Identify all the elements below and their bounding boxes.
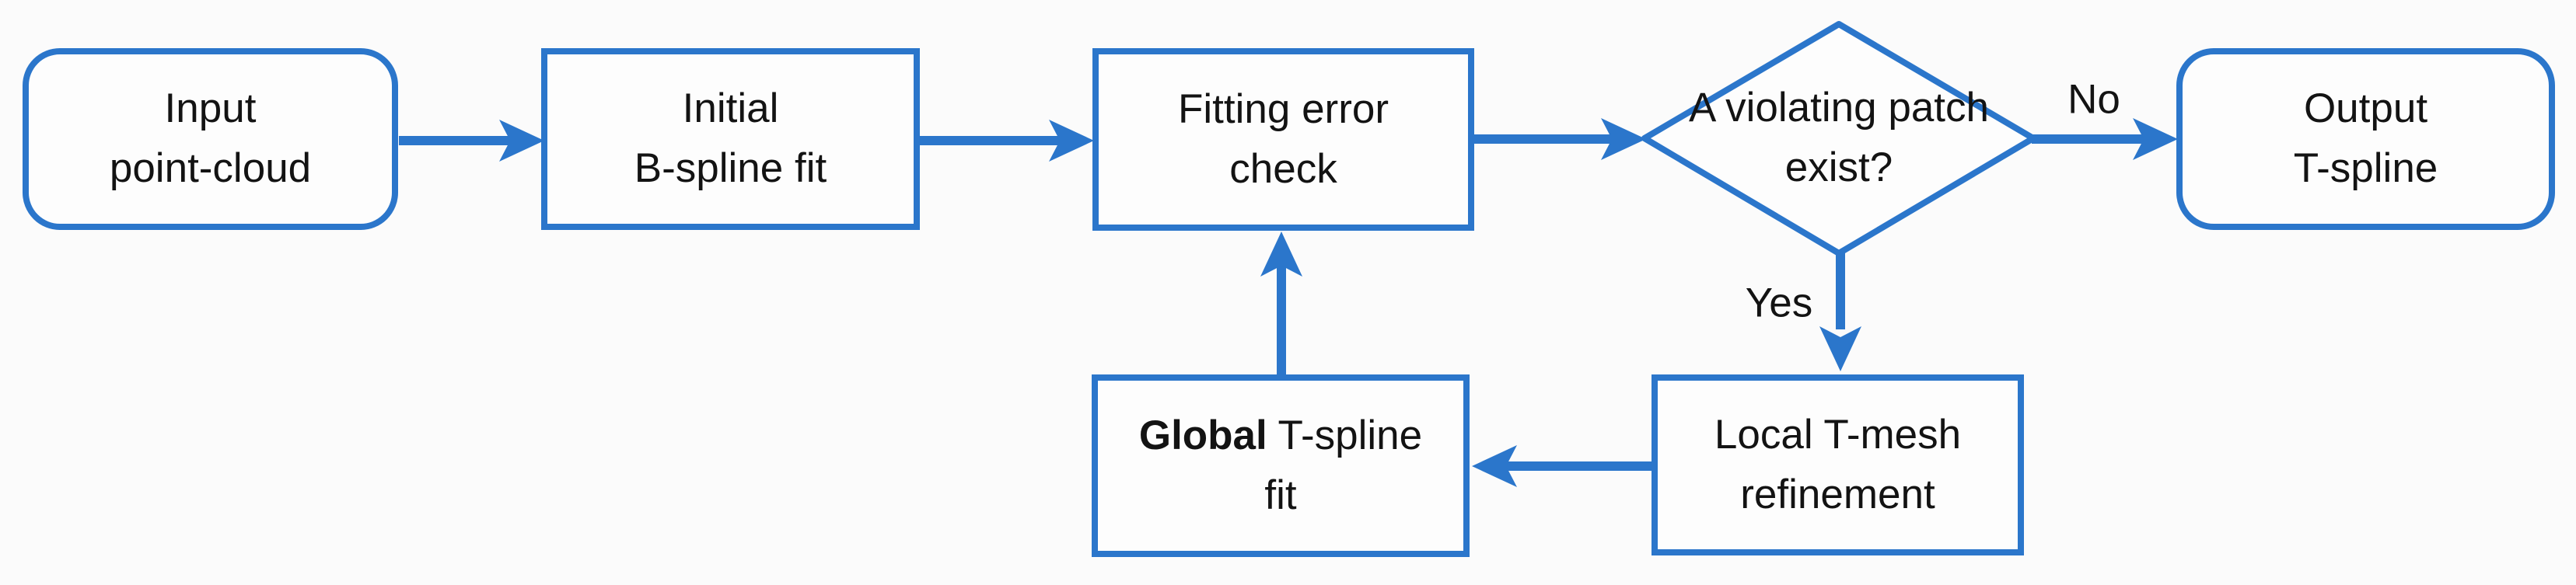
node-label-line: Local T-mesh <box>1714 411 1962 458</box>
edge-label-yes: Yes <box>1745 280 1813 326</box>
arrow-global-to-error-check <box>1260 232 1302 376</box>
arrow-yes-decision-to-local <box>1819 250 1861 371</box>
node-fitting-error-check: Fitting error check <box>1092 48 1474 231</box>
node-global-tspline-fit: Global T-spline fit <box>1092 374 1470 557</box>
node-label: Input point-cloud <box>110 79 311 199</box>
node-label-line: Input <box>164 85 257 132</box>
node-label-bold: Global <box>1138 412 1267 458</box>
node-output-tspline: Output T-spline <box>2176 48 2555 230</box>
arrow-input-to-initial <box>399 120 544 162</box>
node-label-line: Fitting error <box>1178 85 1389 132</box>
node-violating-patch-decision: A violating patch exist? <box>1689 78 1989 198</box>
node-label-line: exist? <box>1784 145 1893 190</box>
node-label-line: refinement <box>1740 471 1935 517</box>
node-input-point-cloud: Input point-cloud <box>23 48 398 230</box>
node-label-line: point-cloud <box>109 145 312 191</box>
node-label-line: check <box>1229 145 1337 192</box>
node-label-line: Output <box>2303 85 2428 132</box>
node-label-line: Global T-spline <box>1139 406 1422 466</box>
arrow-initial-to-error-check <box>918 120 1094 162</box>
node-label: Local T-mesh refinement <box>1714 406 1961 525</box>
node-label-rest: T-spline <box>1267 412 1423 458</box>
arrow-no-decision-to-output <box>2032 118 2178 160</box>
node-label: Fitting error check <box>1178 80 1389 200</box>
node-initial-bspline-fit: Initial B-spline fit <box>541 48 920 230</box>
node-label: Global T-spline fit <box>1139 406 1422 526</box>
edge-label-no: No <box>2067 76 2120 123</box>
node-label-line: Initial <box>682 85 779 132</box>
node-label-line: A violating patch <box>1689 85 1989 131</box>
node-label: Output T-spline <box>2294 79 2438 199</box>
node-label-line: B-spline fit <box>634 145 827 191</box>
arrow-local-to-global <box>1472 445 1653 487</box>
node-label-line: fit <box>1264 472 1297 518</box>
node-label-line: T-spline <box>2293 145 2438 191</box>
node-label: Initial B-spline fit <box>634 79 827 199</box>
node-local-tmesh-refinement: Local T-mesh refinement <box>1652 374 2024 555</box>
arrow-error-check-to-decision <box>1473 118 1646 160</box>
